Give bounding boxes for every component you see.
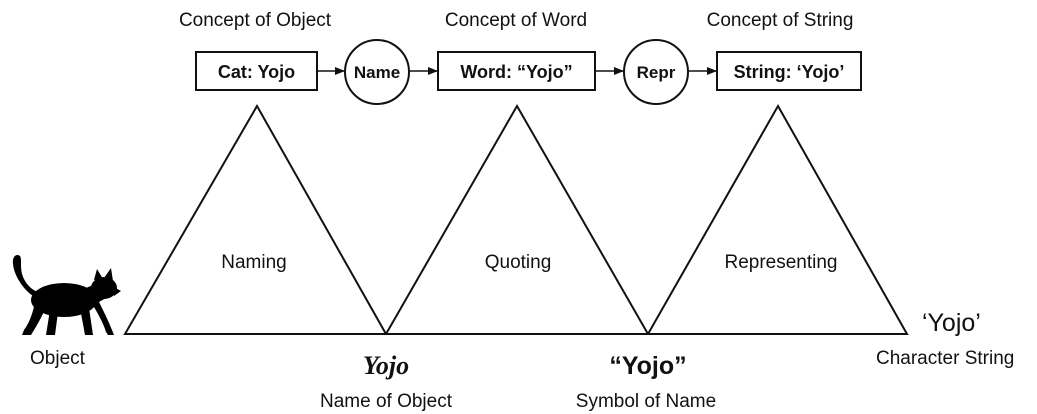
triangle-naming [123,103,388,335]
box-label-cat: Cat: Yojo [218,62,295,82]
relation-label-name: Name [354,63,400,82]
cat-silhouette-icon [12,254,121,335]
triangle-label-naming: Naming [221,252,286,273]
triangle-quoting [384,103,650,335]
triangle-label-quoting: Quoting [485,252,552,273]
triangle-representing [646,103,909,335]
yojo-name-italic: Yojo [363,351,409,380]
header-concept-of-string: Concept of String [707,10,854,31]
label-name-of-object: Name of Object [320,391,453,412]
concept-box-cat [195,51,318,91]
concept-box-word [437,51,596,91]
header-concept-of-word: Concept of Word [445,10,587,31]
yojo-symbol-quoted: “Yojo” [609,352,686,380]
label-object: Object [30,348,86,369]
yojo-character-string: ‘Yojo’ [922,309,981,337]
relation-circle-repr [623,39,689,105]
label-symbol-of-name: Symbol of Name [576,391,716,412]
relation-circle-name [344,39,410,105]
box-label-word: Word: “Yojo” [460,62,572,82]
triangle-label-representing: Representing [724,252,837,273]
box-label-string: String: ‘Yojo’ [734,62,845,82]
relation-label-repr: Repr [637,63,676,82]
label-character-string: Character String [876,348,1014,369]
concept-box-string [716,51,862,91]
header-concept-of-object: Concept of Object [179,10,332,31]
